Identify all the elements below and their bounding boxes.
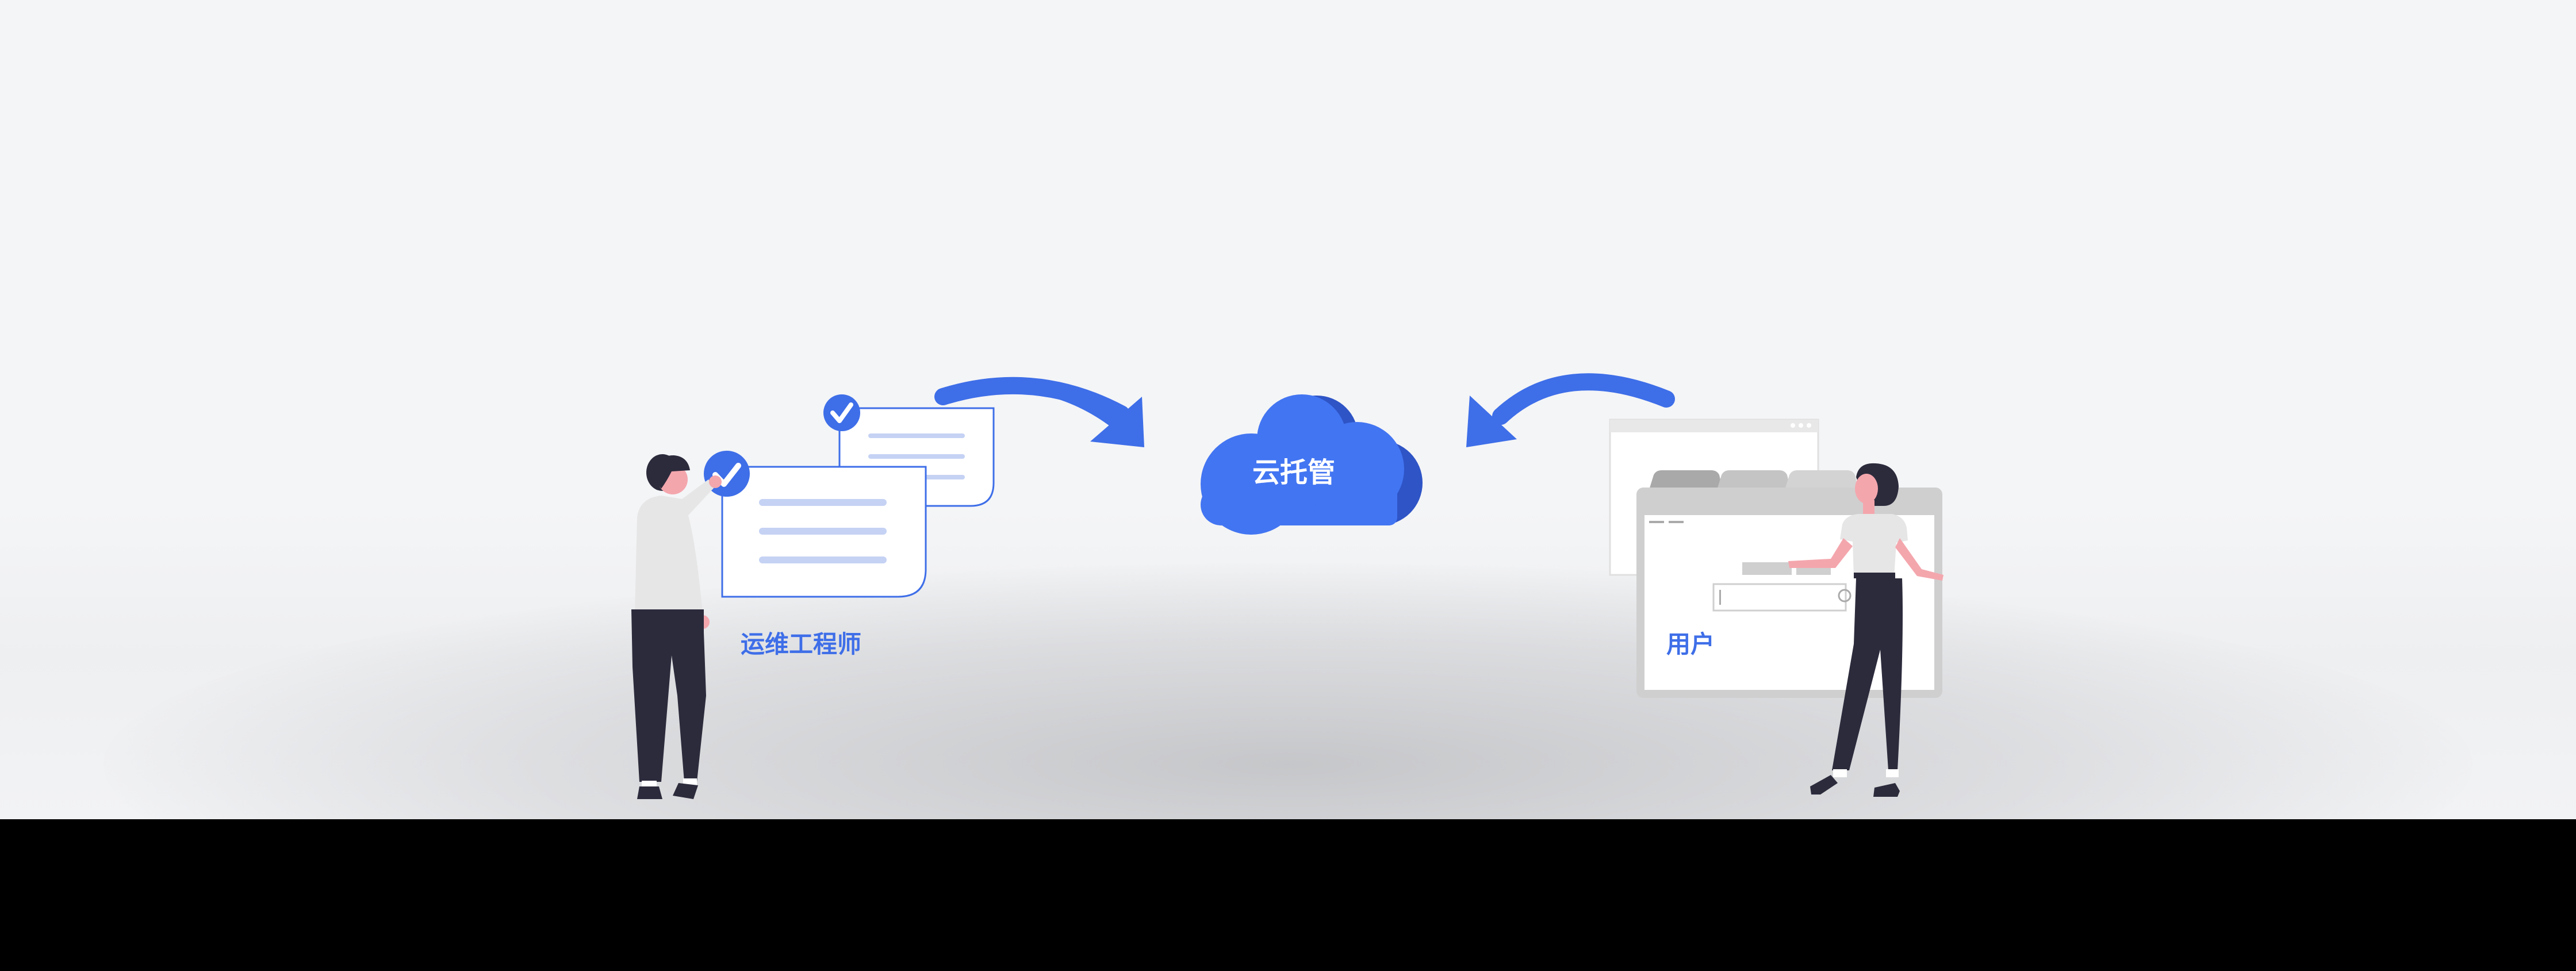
user-figure <box>1788 463 1943 797</box>
cloud-icon <box>1201 394 1423 535</box>
check-circle-icon <box>823 394 860 431</box>
illustration-stage: 运维工程师 云托管 用户 <box>0 0 2576 819</box>
curved-arrow-icon <box>1466 373 1675 447</box>
user-label: 用户 <box>1666 630 1715 658</box>
front-document <box>721 466 927 598</box>
illustration-art <box>631 373 1943 799</box>
engineer-label: 运维工程师 <box>741 630 862 658</box>
cloud-label: 云托管 <box>1252 456 1336 489</box>
bottom-black-band <box>0 819 2576 971</box>
engineer-figure <box>631 454 722 799</box>
curved-arrow-icon <box>934 377 1144 447</box>
